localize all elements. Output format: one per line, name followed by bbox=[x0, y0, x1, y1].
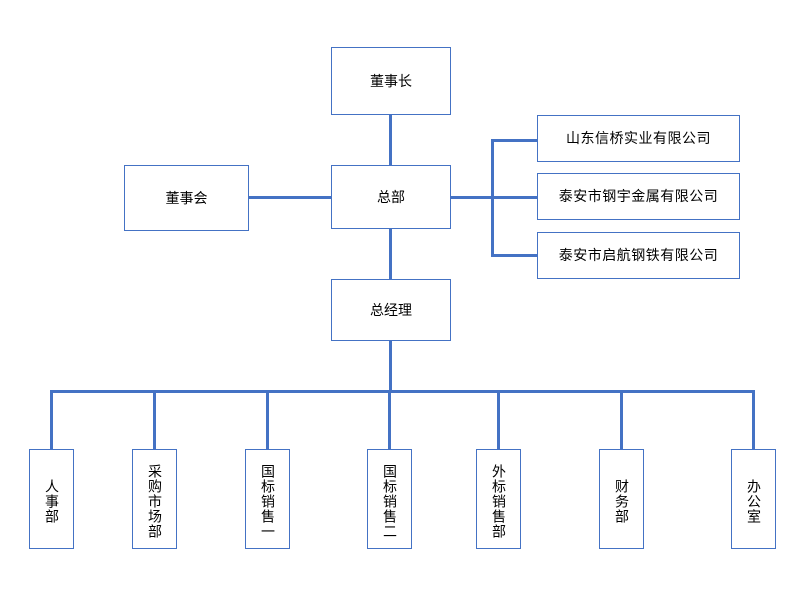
connector-bus-to-department-7 bbox=[752, 390, 755, 449]
connector-bus-to-department-3 bbox=[266, 390, 269, 449]
node-department-5[interactable]: 外标销售部 bbox=[476, 449, 521, 549]
connector-general-manager-to-bus bbox=[389, 340, 392, 392]
connector-bus-to-department-1 bbox=[50, 390, 53, 449]
connector-chairman-to-headquarters bbox=[389, 114, 392, 166]
node-subsidiary-3[interactable]: 泰安市启航钢铁有限公司 bbox=[537, 232, 740, 279]
connector-spine-to-subsidiary-3 bbox=[491, 254, 538, 257]
node-department-7[interactable]: 办公室 bbox=[731, 449, 776, 549]
node-headquarters[interactable]: 总部 bbox=[331, 165, 451, 229]
node-department-1[interactable]: 人事部 bbox=[29, 449, 74, 549]
node-department-3[interactable]: 国标销售一 bbox=[245, 449, 290, 549]
connector-bus-to-department-5 bbox=[497, 390, 500, 449]
node-general-manager[interactable]: 总经理 bbox=[331, 279, 451, 341]
connector-department-bus bbox=[50, 390, 755, 393]
node-chairman[interactable]: 董事长 bbox=[331, 47, 451, 115]
node-department-4[interactable]: 国标销售二 bbox=[367, 449, 412, 549]
node-department-2[interactable]: 采购市场部 bbox=[132, 449, 177, 549]
connector-bus-to-department-4 bbox=[388, 390, 391, 449]
node-subsidiary-2[interactable]: 泰安市钢宇金属有限公司 bbox=[537, 173, 740, 220]
connector-spine-to-subsidiary-1 bbox=[491, 139, 538, 142]
connector-bus-to-department-2 bbox=[153, 390, 156, 449]
connector-board-to-headquarters bbox=[248, 196, 332, 199]
node-subsidiary-1[interactable]: 山东信桥实业有限公司 bbox=[537, 115, 740, 162]
connector-headquarters-to-general-manager bbox=[389, 228, 392, 280]
node-department-6[interactable]: 财务部 bbox=[599, 449, 644, 549]
node-board-of-directors[interactable]: 董事会 bbox=[124, 165, 249, 231]
connector-bus-to-department-6 bbox=[620, 390, 623, 449]
connector-spine-to-subsidiary-2 bbox=[491, 196, 538, 199]
connector-headquarters-to-subsidiary-spine bbox=[450, 196, 494, 199]
